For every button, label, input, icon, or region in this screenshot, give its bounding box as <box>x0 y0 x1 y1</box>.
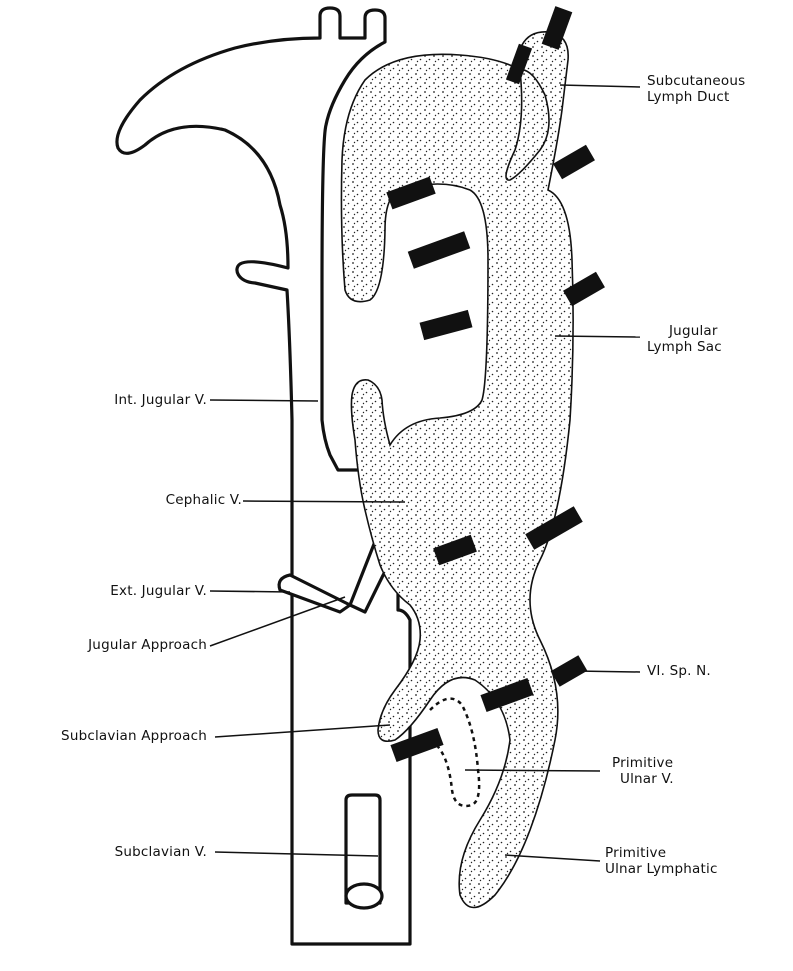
leader-jugular-sac <box>555 336 640 337</box>
leader-ulnar-lymphatic <box>505 855 600 861</box>
label-vi-sp-n: VI. Sp. N. <box>647 663 711 679</box>
label-jugular-approach: Jugular Approach <box>88 637 207 653</box>
label-subclavian-vein: Subclavian V. <box>115 844 207 860</box>
label-cephalic-vein: Cephalic V. <box>166 492 242 508</box>
leader-ulnar-v <box>465 770 600 771</box>
label-line: Lymph Duct <box>647 89 745 105</box>
leader-int-jugular <box>210 400 318 401</box>
label-primitive-ulnar-vein: Primitive Ulnar V. <box>612 755 674 787</box>
label-line: Lymph Sac <box>647 339 722 355</box>
leader-ext-jugular <box>210 591 290 592</box>
label-line: Primitive <box>605 845 718 861</box>
label-line: Ulnar Lymphatic <box>605 861 718 877</box>
label-line: Jugular <box>647 323 722 339</box>
label-ext-jugular-vein: Ext. Jugular V. <box>110 583 207 599</box>
label-subcutaneous-lymph-duct: Subcutaneous Lymph Duct <box>647 73 745 105</box>
leader-cephalic <box>243 501 405 502</box>
nerve-1 <box>542 6 573 50</box>
leader-subcutaneous <box>560 85 640 87</box>
nerve-5 <box>408 231 471 268</box>
label-line: Primitive <box>612 755 674 771</box>
primitive-ulnar-vein <box>430 699 479 806</box>
leader-vi-sp-n <box>575 671 640 672</box>
nerve-3 <box>553 145 595 180</box>
label-jugular-lymph-sac: Jugular Lymph Sac <box>647 323 722 355</box>
nerve-7 <box>420 310 473 340</box>
label-line: Subcutaneous <box>647 73 745 89</box>
label-line: Ulnar V. <box>612 771 674 787</box>
label-subclavian-approach: Subclavian Approach <box>61 728 207 744</box>
label-primitive-ulnar-lymphatic: Primitive Ulnar Lymphatic <box>605 845 718 877</box>
label-int-jugular-vein: Int. Jugular V. <box>114 392 207 408</box>
subclavian-vein-end <box>346 884 382 908</box>
